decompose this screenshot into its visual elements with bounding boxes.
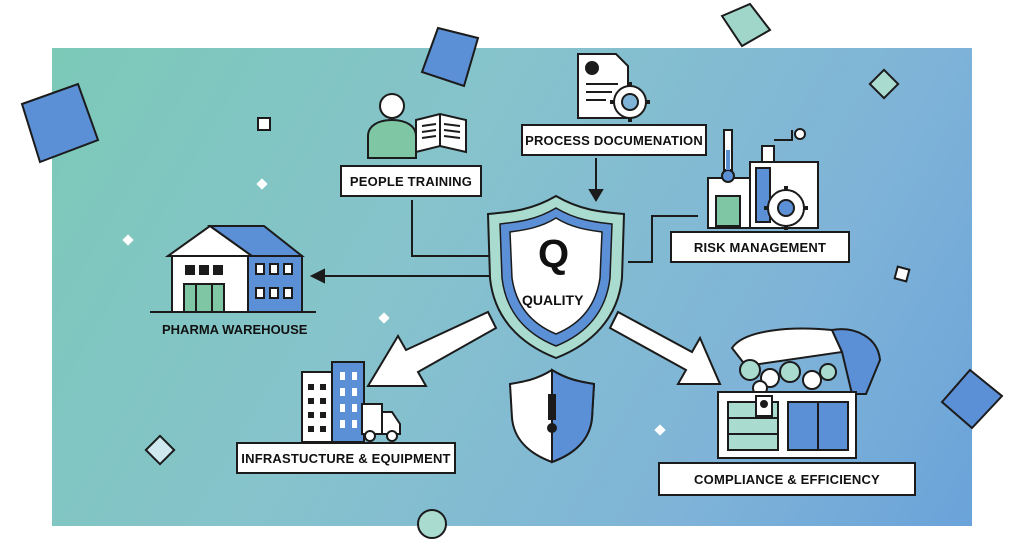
quality-letter: Q — [538, 232, 570, 276]
person-reading-icon — [367, 93, 467, 159]
quality-label: QUALITY — [522, 292, 584, 308]
confetti-decorations — [20, 2, 1004, 539]
treasure-chest-icon — [717, 327, 882, 459]
document-gear-icon — [577, 53, 650, 122]
warehouse-icon — [150, 224, 316, 313]
infrastructure-label: INFRASTUCTURE & EQUIPMENT — [236, 442, 456, 474]
connector-lines — [309, 158, 698, 284]
quality-shield-icon — [486, 194, 626, 360]
building-truck-icon — [301, 361, 401, 443]
flow-arrows — [366, 310, 722, 387]
people-training-label: PEOPLE TRAINING — [340, 165, 482, 197]
process-documentation-label: PROCESS DOCUMENATION — [521, 124, 707, 156]
pharma-warehouse-label: PHARMA WAREHOUSE — [162, 322, 308, 337]
compliance-label: COMPLIANCE & EFFICIENCY — [658, 462, 916, 496]
factory-gear-icon — [707, 128, 819, 230]
shield-alert-icon — [508, 368, 596, 464]
small-sparkles — [122, 178, 666, 436]
risk-management-label: RISK MANAGEMENT — [670, 231, 850, 263]
